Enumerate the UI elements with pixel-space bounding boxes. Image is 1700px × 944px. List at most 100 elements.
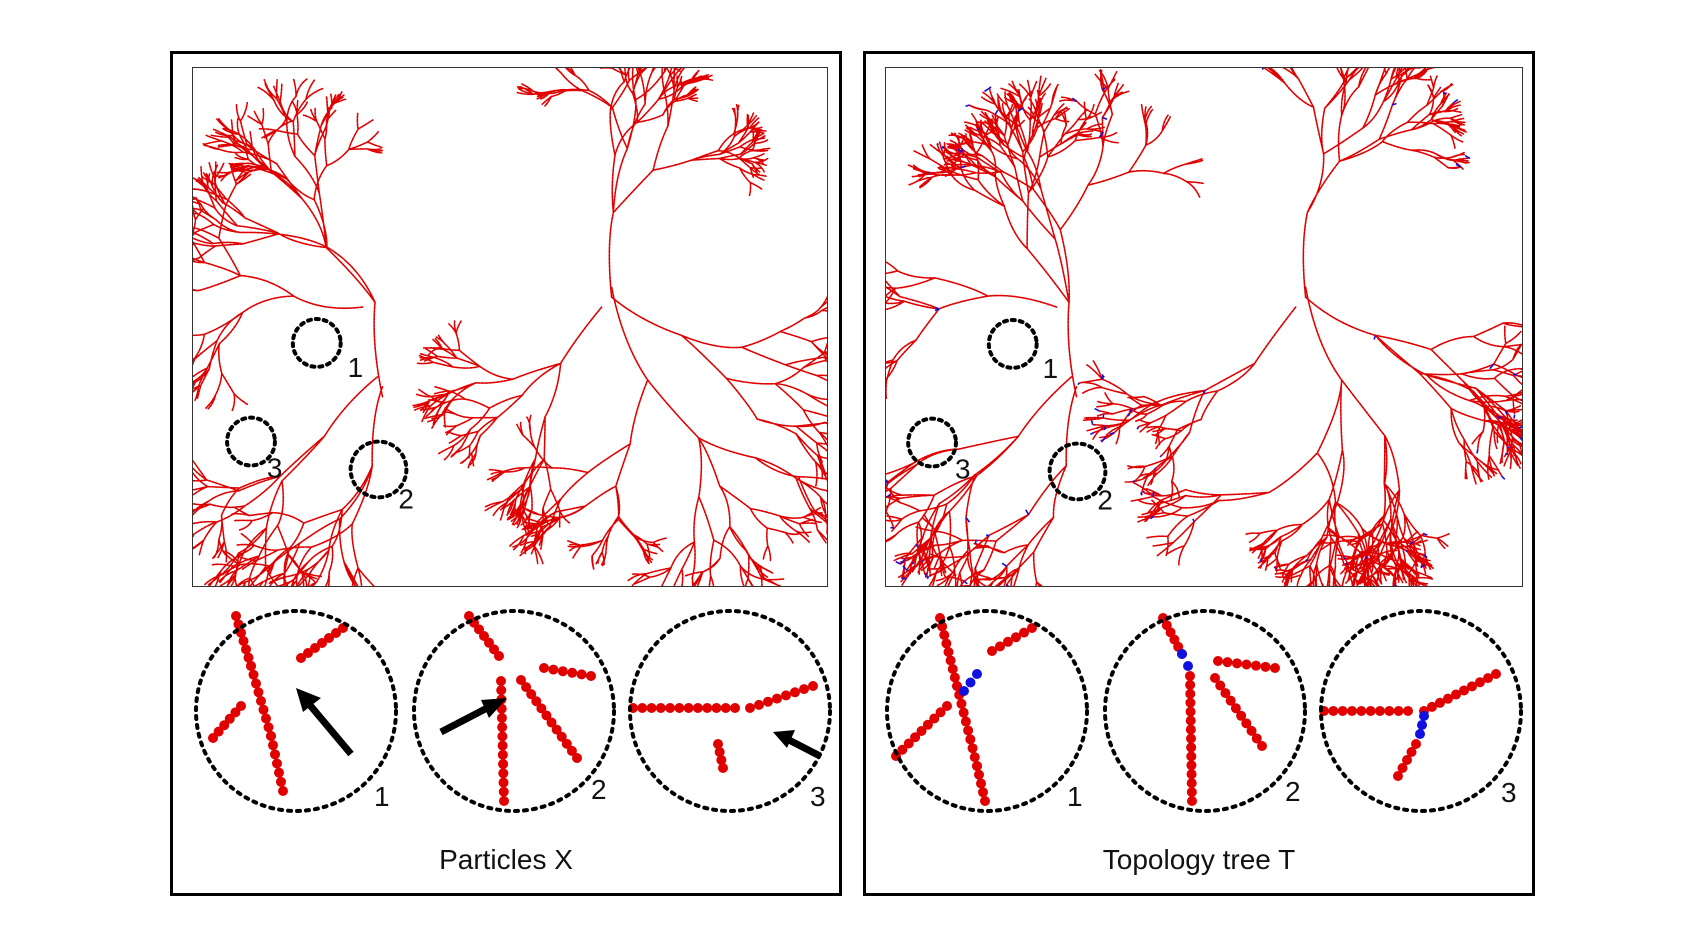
particle-dot [548, 664, 559, 675]
vessel-branches [1304, 296, 1522, 485]
zoom-view-1: 1 [882, 606, 1092, 816]
particle-dot [1186, 742, 1197, 753]
vessel-branches [412, 306, 603, 538]
particle-dot [929, 713, 940, 724]
particle-dot [967, 743, 978, 754]
particle-dot [1215, 680, 1226, 691]
vessel-branches [914, 385, 1078, 586]
region-label-1: 1 [348, 352, 364, 383]
particle-dot [897, 744, 908, 755]
particle-dot [278, 786, 288, 796]
zoom-view-2: 2 [1100, 606, 1310, 816]
connector-segment [1101, 437, 1106, 443]
particle-dot [718, 763, 728, 773]
zoom-label-2: 2 [1285, 776, 1301, 807]
particle-dot [266, 731, 276, 741]
particle-dot [949, 672, 960, 683]
particle-dot [713, 739, 723, 749]
particle-dot [720, 703, 731, 713]
connector-segment [1423, 533, 1428, 536]
particle-dot [586, 671, 596, 681]
connector-segment [960, 165, 966, 169]
particle-dot [498, 768, 509, 779]
particle-dot [1251, 660, 1261, 671]
connector-segment [1140, 492, 1143, 496]
arrow-icon [296, 688, 354, 757]
particle-dot [1375, 706, 1385, 716]
particle-dot [958, 707, 969, 718]
particle-dot [1427, 701, 1437, 712]
connector-segment [1305, 559, 1308, 562]
connector-segment [1142, 490, 1145, 494]
particle-dot [943, 647, 954, 657]
particle-dot [546, 717, 557, 728]
connector-segment [1153, 467, 1157, 470]
particle-dot [1419, 711, 1429, 721]
connector-segment [915, 543, 919, 548]
particle-dot [1186, 778, 1197, 789]
connector-segment [1006, 583, 1010, 586]
particle-dot [976, 778, 986, 789]
region-label-3: 3 [955, 453, 971, 484]
particle-dot [324, 633, 334, 643]
particle-dot [965, 677, 976, 688]
connector-segment [1192, 518, 1195, 522]
particle-dot [551, 724, 562, 735]
particle-dot [1011, 632, 1021, 643]
vessel-branches [886, 376, 1073, 586]
particle-dot [1435, 697, 1445, 708]
particle-dot [1185, 679, 1196, 690]
particle-dot [1225, 695, 1236, 706]
connector-segment [984, 87, 990, 93]
particle-dot [494, 651, 504, 661]
connector-segment [1127, 413, 1131, 417]
particle-dot [1027, 623, 1037, 633]
particle-dot [531, 696, 542, 707]
connector-segment [957, 148, 963, 154]
particle-dot [1451, 689, 1461, 700]
particle-dot [1241, 659, 1252, 670]
zoom-view-3: 3 [625, 606, 835, 816]
particle-dot [1185, 715, 1196, 726]
vessel-branches [886, 261, 1058, 400]
particle-dot [941, 638, 952, 649]
connector-segment [1519, 437, 1522, 442]
connector-segment [1518, 425, 1522, 429]
zoom-svg-3: 3 [628, 609, 832, 813]
particle-dot [665, 703, 676, 713]
connector-segment [1101, 374, 1104, 380]
connector-segment [1021, 107, 1024, 110]
particle-dot [499, 796, 509, 806]
particle-dot [556, 731, 567, 742]
connector-segment [1202, 390, 1206, 395]
particle-dot [1393, 706, 1404, 716]
particle-dot [960, 716, 971, 727]
particle-dot [1185, 688, 1196, 699]
particle-dot [274, 767, 284, 778]
connector-segment [977, 127, 981, 131]
zoom-border-2 [412, 609, 616, 813]
zoom-border-2 [1103, 609, 1307, 813]
vessel-branches [193, 77, 384, 398]
connector-segment [1259, 558, 1263, 562]
particle-dot [1185, 671, 1195, 681]
particle-dot [683, 703, 694, 713]
connector-segment [1077, 382, 1080, 386]
zoom-svg-1: 1 [885, 609, 1089, 813]
connector-segment [1090, 431, 1095, 436]
particle-dot [1246, 725, 1257, 736]
particle-dot [1241, 718, 1252, 729]
connector-segment [1464, 154, 1470, 159]
panel-caption: Particles X [439, 844, 573, 875]
particle-dot [526, 689, 537, 700]
particle-dot [714, 747, 725, 757]
particle-dot [1403, 706, 1413, 716]
particle-dot [1019, 627, 1029, 638]
particle-dot [557, 666, 568, 677]
connector-segment [886, 483, 887, 486]
connector-segment [1098, 131, 1104, 138]
connector-segment [963, 580, 968, 585]
particle-dot [1417, 720, 1427, 730]
connector-segment [1392, 102, 1397, 106]
vessel-branches [907, 68, 1204, 398]
